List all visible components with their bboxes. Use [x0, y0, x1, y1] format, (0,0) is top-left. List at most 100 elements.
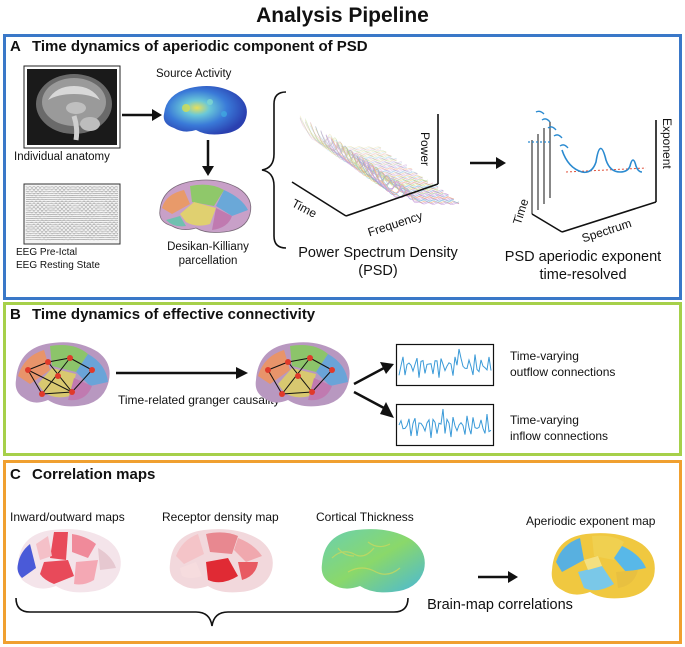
individual-anatomy-label: Individual anatomy — [14, 151, 110, 163]
parcellation-label-line1: Desikan-Killiany — [167, 241, 249, 253]
eeg-trace — [25, 238, 119, 241]
psd-caption-line1: Power Spectrum Density — [298, 245, 458, 261]
inflow-timeseries — [395, 403, 495, 447]
psd-curve — [304, 118, 387, 153]
panel-c-heading: Correlation maps — [32, 466, 156, 483]
arrows-to-timeseries — [353, 362, 394, 418]
psd-curve — [325, 134, 408, 168]
connection-trace — [398, 348, 492, 378]
panel-b — [3, 302, 682, 456]
inflow-label: Time-varying inflow connections — [510, 412, 608, 444]
cortical-thickness-brain-map — [321, 529, 425, 593]
inward-outward-brain-map — [17, 529, 121, 593]
eeg-trace — [25, 207, 119, 209]
eeg-trace — [25, 190, 119, 193]
exponent-caption: PSD aperiodic exponent time-resolved — [488, 248, 678, 284]
receptor-density-brain-map — [169, 529, 273, 593]
outflow-label: Time-varying outflow connections — [510, 348, 615, 380]
eeg-trace — [25, 234, 119, 237]
eeg-trace — [25, 217, 119, 220]
psd-curve — [304, 121, 387, 154]
eeg-trace — [25, 213, 119, 216]
curly-brace-c — [15, 597, 409, 627]
outflow-label-line1: Time-varying — [510, 349, 579, 363]
figure-title: Analysis Pipeline — [256, 4, 429, 27]
psd-curve — [299, 116, 382, 150]
arrow-granger — [116, 367, 248, 379]
eeg-trace — [25, 194, 119, 197]
panel-b-heading: Time dynamics of effective connectivity — [32, 306, 316, 323]
psd-curve — [304, 119, 387, 154]
eeg-trace — [25, 236, 119, 239]
psd-curve — [310, 124, 392, 158]
eeg-trace — [25, 226, 119, 228]
inflow-label-line2: inflow connections — [510, 429, 609, 443]
eeg-trace — [25, 188, 119, 190]
psd-curve — [310, 121, 392, 156]
panel-a-letter: A — [10, 38, 21, 55]
panel-a-heading: Time dynamics of aperiodic component of … — [32, 38, 368, 55]
map2-label: Receptor density map — [162, 510, 279, 524]
brain-map-correlations-label: Brain-map correlations — [427, 597, 573, 613]
parcellation-label-line2: parcellation — [178, 255, 238, 267]
curly-brace-a — [261, 91, 287, 249]
map3-label: Cortical Thickness — [316, 510, 414, 524]
granger-label: Time-related granger causality — [118, 393, 280, 407]
psd-waterfall-plot — [291, 114, 460, 217]
eeg-trace — [25, 211, 119, 214]
eeg-trace — [25, 209, 119, 211]
eeg-trace — [25, 198, 119, 201]
psd-curve — [372, 165, 454, 200]
eeg-trace — [25, 215, 119, 218]
eeg-trace — [25, 230, 119, 232]
eeg-trace — [25, 186, 119, 188]
connection-trace — [398, 408, 492, 438]
parcellation-label: Desikan-Killiany parcellation — [148, 240, 268, 268]
exponent-axis-exponent: Exponent — [660, 118, 674, 169]
mri-image — [23, 65, 121, 149]
eeg-trace — [25, 192, 119, 195]
eeg-trace — [25, 205, 119, 207]
psd-curve — [310, 125, 392, 159]
source-activity-brain — [163, 86, 247, 135]
connectivity-brain-left — [15, 342, 110, 407]
map4-label: Aperiodic exponent map — [526, 514, 656, 528]
exponent-caption-line1: PSD aperiodic exponent — [504, 249, 662, 265]
eeg-label-line1: EEG Pre-Ictal — [16, 247, 78, 258]
eeg-label-line2: EEG Resting State — [16, 260, 100, 271]
exponent-caption-line2: time-resolved — [539, 267, 627, 283]
psd-curve — [299, 115, 382, 149]
outflow-label-line2: outflow connections — [510, 365, 616, 379]
eeg-trace — [25, 232, 119, 235]
inflow-label-line1: Time-varying — [510, 413, 579, 427]
eeg-trace — [25, 202, 119, 205]
psd-curve — [310, 122, 392, 157]
arrow-to-aperiodic-map — [478, 571, 518, 583]
arrow-psd-to-exponent — [470, 157, 506, 169]
eeg-label: EEG Pre-Ictal EEG Resting State — [16, 246, 100, 272]
arrow-source-to-parcellation — [202, 140, 214, 176]
exponent-time-plot — [528, 110, 657, 233]
panel-c — [3, 460, 682, 644]
eeg-trace — [25, 228, 119, 230]
psd-caption-line2: (PSD) — [358, 263, 398, 279]
eeg-trace — [25, 200, 119, 203]
eeg-raster — [23, 183, 121, 245]
panel-c-letter: C — [10, 466, 21, 483]
outflow-timeseries — [395, 343, 495, 387]
psd-curve — [299, 117, 382, 151]
arrow-anatomy-to-source — [122, 109, 162, 121]
panel-b-letter: B — [10, 306, 21, 323]
psd-curve — [377, 168, 460, 203]
panel-a — [3, 34, 682, 300]
psd-curve — [304, 122, 387, 155]
parcellation-brain — [159, 179, 252, 233]
psd-axis-power: Power — [418, 132, 432, 167]
psd-caption: Power Spectrum Density (PSD) — [278, 244, 478, 280]
connectivity-brain-right — [255, 342, 350, 407]
map1-label: Inward/outward maps — [10, 510, 125, 524]
eeg-trace — [25, 219, 119, 222]
eeg-trace — [25, 221, 119, 224]
source-activity-label: Source Activity — [156, 68, 232, 80]
aperiodic-exponent-brain-map — [551, 533, 655, 599]
